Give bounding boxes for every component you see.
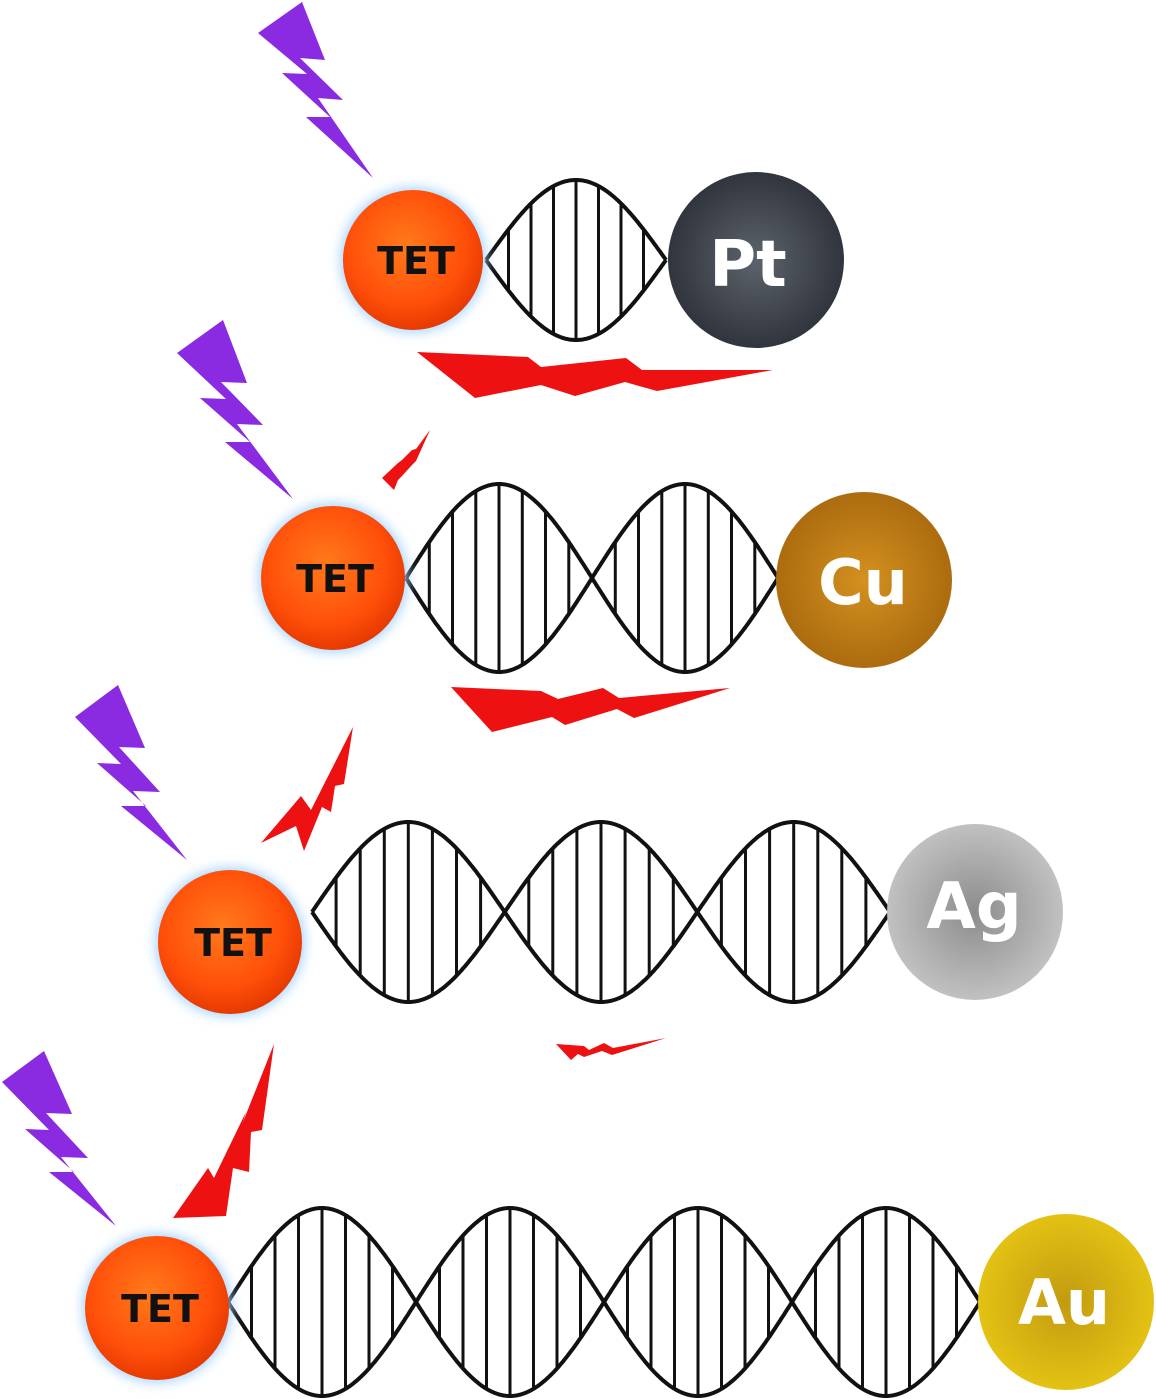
tet-fluorophore <box>85 1236 229 1380</box>
emission-bolt-icon-small <box>556 1038 666 1060</box>
emission-bolt-icon <box>451 687 730 732</box>
pt-nanoparticle <box>668 172 844 348</box>
dna-strand <box>226 1206 982 1398</box>
tet-label: TET <box>194 921 272 965</box>
particle-label: Pt <box>709 228 787 302</box>
dna-helix <box>484 178 668 342</box>
ag-nanoparticle <box>887 824 1063 1000</box>
particle-label: Ag <box>926 870 1021 944</box>
construct-ag: TET Ag <box>75 685 1063 1060</box>
emission-bolt-icon <box>173 1044 274 1218</box>
excitation-bolt-icon <box>177 320 293 499</box>
dna-helix <box>310 820 892 1004</box>
emission-bolt-icon <box>417 352 773 398</box>
excitation-bolt-icon <box>75 685 187 860</box>
tet-fluorophore <box>343 190 483 330</box>
particle-label: Cu <box>818 546 908 619</box>
excitation-bolt-icon <box>2 1051 116 1226</box>
tet-fluorophore <box>158 870 302 1014</box>
construct-pt: TET Pt <box>258 2 844 398</box>
emission-bolt-icon <box>261 727 353 851</box>
au-nanoparticle <box>978 1214 1154 1390</box>
excitation-bolt-icon <box>258 2 373 178</box>
construct-au: TET Au <box>2 1044 1154 1398</box>
tet-label: TET <box>377 239 455 283</box>
tet-label: TET <box>121 1287 199 1331</box>
construct-cu: TET Cu <box>177 320 952 732</box>
emission-bolt-icon-small <box>382 430 430 490</box>
tet-fluorophore <box>261 506 405 650</box>
dna-helix <box>226 1206 982 1398</box>
tet-label: TET <box>296 557 374 601</box>
cu-nanoparticle <box>776 492 952 668</box>
dna-helix <box>404 482 780 674</box>
dna-strand <box>404 482 780 674</box>
particle-label: Au <box>1018 1266 1110 1339</box>
